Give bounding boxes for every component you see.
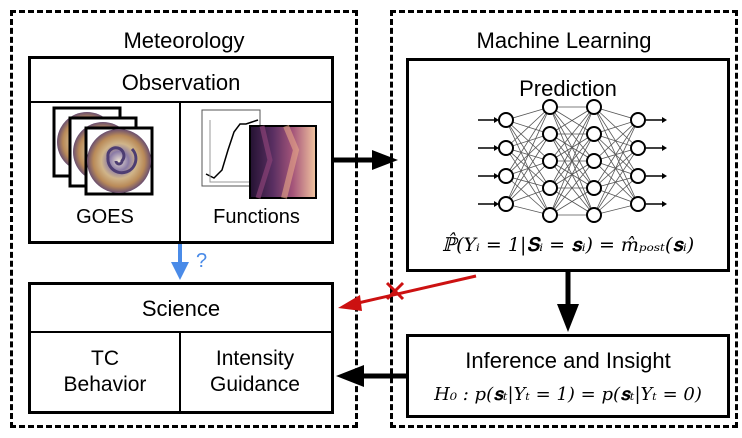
- nn-connection: [593, 106, 639, 177]
- neural-network-icon: [478, 99, 667, 223]
- nn-connection: [549, 106, 595, 216]
- nn-node: [498, 196, 514, 212]
- nn-node: [586, 99, 602, 115]
- nn-connection: [505, 147, 551, 216]
- nn-node: [630, 196, 646, 212]
- nn-connection: [505, 133, 551, 205]
- inference-box: [406, 334, 730, 418]
- nn-node: [586, 126, 602, 142]
- nn-output-arrowhead: [662, 201, 667, 207]
- nn-connection: [505, 106, 551, 149]
- nn-node: [542, 153, 558, 169]
- nn-node: [586, 153, 602, 169]
- prediction-to-science-blocked-arrow: [338, 274, 477, 311]
- nn-connection: [549, 133, 595, 216]
- science-box: [28, 282, 334, 414]
- nn-connection: [593, 133, 639, 177]
- meteorology-title: Meteorology: [123, 28, 245, 53]
- nn-connection: [593, 119, 639, 216]
- nn-connection: [593, 160, 639, 205]
- nn-node: [498, 168, 514, 184]
- tc-behavior-label: TC Behavior: [63, 347, 147, 396]
- nn-connection: [593, 175, 639, 216]
- nn-output-arrowhead: [662, 145, 667, 151]
- nn-connection: [505, 147, 551, 189]
- nn-node: [630, 112, 646, 128]
- machine-learning-panel: [390, 10, 738, 428]
- cross-mark-icon: [385, 281, 405, 301]
- nn-connection: [593, 133, 639, 205]
- nn-output-arrowhead: [662, 117, 667, 123]
- inference-title: Inference and Insight: [465, 348, 671, 373]
- nn-input-arrowhead: [494, 145, 499, 151]
- nn-output-arrowhead: [662, 173, 667, 179]
- nn-connection: [505, 106, 551, 177]
- nn-connection: [593, 106, 639, 149]
- observation-divider-h: [30, 101, 332, 103]
- intensity-guidance-label: Intensity Guidance: [210, 347, 300, 396]
- prediction-equation: ℙ̂(Yᵢ = 1|𝐒ᵢ = 𝐬ᵢ) = m̂ₚₒₛₜ(𝐬ᵢ): [441, 234, 695, 256]
- nn-node: [542, 99, 558, 115]
- nn-node: [630, 168, 646, 184]
- nn-input-arrowhead: [494, 117, 499, 123]
- meteorology-panel: [10, 10, 358, 428]
- nn-node: [630, 140, 646, 156]
- nn-connection: [505, 119, 551, 189]
- nn-node: [542, 180, 558, 196]
- goes-label: GOES: [76, 206, 134, 228]
- prediction-box: [406, 58, 730, 272]
- nn-connection: [549, 106, 595, 135]
- nn-connection: [593, 119, 639, 162]
- prediction-to-inference-arrow: [557, 272, 579, 332]
- observation-to-prediction-arrow: [334, 150, 398, 170]
- observation-title: Observation: [121, 70, 241, 95]
- science-divider-v: [179, 332, 181, 412]
- nn-connection: [593, 119, 639, 189]
- nn-connection: [549, 160, 595, 216]
- inference-hypothesis: H₀ : p(𝐬ₜ|Yₜ = 1) = p(𝐬ₜ|Yₜ = 0): [434, 384, 702, 405]
- nn-connection: [593, 147, 639, 216]
- nn-connection: [505, 106, 551, 205]
- machine-learning-title: Machine Learning: [476, 28, 652, 53]
- inference-to-science-arrow: [336, 365, 406, 387]
- nn-node: [542, 126, 558, 142]
- nn-connection: [505, 160, 551, 205]
- nn-node: [586, 207, 602, 223]
- question-mark: ?: [196, 250, 208, 272]
- nn-node: [498, 140, 514, 156]
- functions-label: Functions: [213, 206, 300, 228]
- observation-to-science-question-arrow: [171, 244, 189, 280]
- nn-input-arrowhead: [494, 173, 499, 179]
- nn-connection: [505, 175, 551, 216]
- heatmap-icon: [249, 124, 317, 199]
- nn-node: [586, 180, 602, 196]
- nn-connection: [549, 187, 595, 216]
- goes-satellite-image-stack: [52, 106, 154, 196]
- science-divider-h: [30, 331, 332, 333]
- nn-node: [498, 112, 514, 128]
- nn-input-arrowhead: [494, 201, 499, 207]
- observation-divider-v: [179, 102, 181, 242]
- science-title: Science: [141, 296, 221, 321]
- prediction-title: Prediction: [519, 76, 617, 101]
- nn-connection: [549, 106, 595, 189]
- nn-connection: [505, 119, 551, 162]
- nn-connection: [549, 106, 595, 162]
- nn-node: [542, 207, 558, 223]
